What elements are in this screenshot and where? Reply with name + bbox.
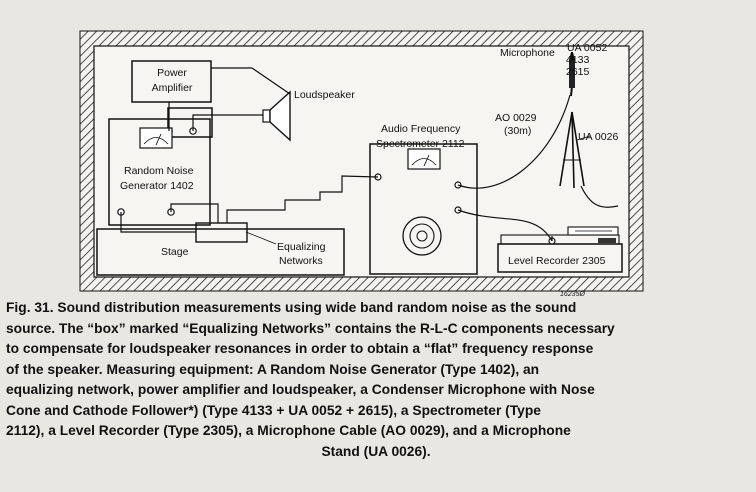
figure-number: 16235Ø	[560, 291, 585, 298]
microphone-label: Microphone	[500, 47, 555, 59]
microphone-model-3: 2615	[566, 66, 590, 78]
meter-icon	[407, 148, 441, 170]
microphone-model-1: UA 0052	[567, 42, 607, 54]
caption-line: of the speaker. Measuring equipment: A R…	[6, 361, 540, 377]
caption-line: source. The “box” marked “Equalizing Net…	[6, 320, 615, 336]
meter-icon	[139, 127, 173, 149]
caption-line: equalizing network, power amplifier and …	[6, 382, 595, 397]
caption-line: to compensate for loudspeaker resonances…	[6, 341, 594, 356]
power-amplifier-label-line2: Amplifier	[152, 82, 193, 94]
caption-line: Cone and Cathode Follower*) (Type 4133 +…	[6, 402, 541, 418]
microphone-model-2: 4133	[566, 54, 590, 66]
power-amplifier: Power Amplifier	[131, 60, 213, 138]
wiring	[120, 67, 619, 242]
measurement-setup-diagram: Stage Power Amplifier Loudspeaker Random…	[79, 30, 644, 298]
caption-line: 2112), a Level Recorder (Type 2305), a M…	[6, 423, 571, 438]
microphone: Microphone UA 0052 4133 2615	[500, 42, 607, 88]
stage: Stage	[96, 228, 345, 276]
caption-line: Stand (UA 0026).	[321, 443, 431, 459]
cable-label-line1: AO 0029	[495, 112, 537, 124]
loudspeaker-label: Loudspeaker	[294, 89, 355, 101]
room-walls	[79, 30, 644, 292]
cable-label-line2: (30m)	[504, 125, 531, 137]
figure-caption: Fig. 31. Sound distribution measurements…	[6, 298, 746, 462]
level-recorder-label: Level Recorder 2305	[508, 255, 606, 267]
caption-line: Fig. 31. Sound distribution measurements…	[6, 300, 577, 315]
equalizing-label-line2: Networks	[279, 255, 323, 267]
noise-generator-label-line1: Random Noise	[124, 165, 194, 177]
stage-label: Stage	[161, 246, 189, 258]
spectrometer-label-line1: Audio Frequency	[381, 123, 461, 135]
stand-label: UA 0026	[578, 131, 618, 143]
power-amplifier-label-line1: Power	[157, 67, 187, 79]
loudspeaker: Loudspeaker	[262, 89, 355, 142]
noise-generator-label-line2: Generator 1402	[120, 180, 194, 192]
level-recorder: Level Recorder 2305	[497, 226, 623, 273]
equalizing-label-line1: Equalizing	[277, 241, 326, 253]
